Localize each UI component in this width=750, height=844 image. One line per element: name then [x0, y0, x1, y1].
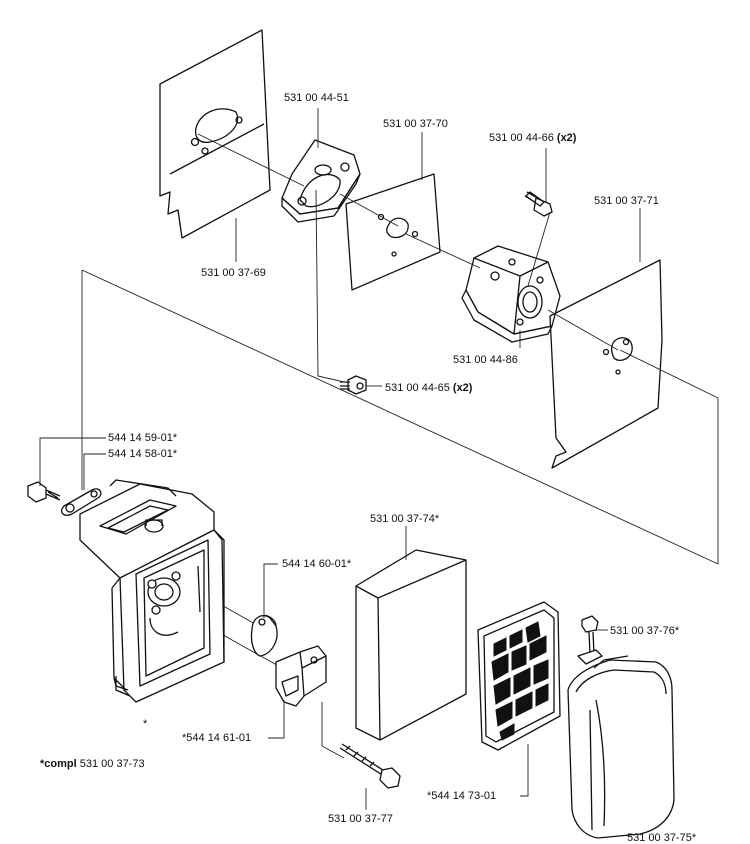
flange-531-00-44-51	[281, 139, 361, 223]
label-531-00-44-51: 531 00 44-51	[284, 92, 349, 104]
label-531-00-44-86: 531 00 44-86	[453, 354, 518, 366]
label-544-14-61-01: *544 14 61-01	[182, 732, 252, 744]
label-531-00-37-75: 531 00 37-75*	[627, 832, 697, 844]
filter-cover-531-00-37-75	[567, 655, 675, 839]
compl-prefix: *compl	[40, 758, 77, 770]
part-number: 531 00 44-66	[489, 132, 554, 144]
label-531-00-37-70: 531 00 37-70	[383, 118, 448, 130]
label-531-00-44-66: 531 00 44-66 (x2)	[489, 132, 576, 144]
compl-number: 531 00 37-73	[79, 758, 145, 770]
leader-lines	[39, 108, 641, 810]
latch-544-14-60-01	[250, 614, 278, 657]
gasket-531-00-37-71	[549, 259, 663, 469]
label-531-00-37-74: 531 00 37-74*	[370, 513, 440, 525]
screw-544-14-59-01	[27, 481, 61, 503]
spacer-531-00-44-86	[461, 245, 561, 343]
label-531-00-37-77: 531 00 37-77	[328, 813, 393, 825]
screw-531-00-44-66	[524, 191, 553, 217]
part-number: 531 00 44-65	[385, 382, 450, 394]
bolt-531-00-37-77	[339, 743, 401, 789]
label-544-14-73-01: *544 14 73-01	[427, 790, 497, 802]
bracket-544-14-61-01	[275, 645, 327, 707]
label-531-00-44-65: 531 00 44-65 (x2)	[385, 382, 472, 394]
quantity: (x2)	[556, 132, 577, 144]
screw-531-00-44-65	[340, 375, 367, 395]
screw-531-00-37-76	[577, 615, 603, 665]
filter-housing-assembly	[79, 479, 225, 703]
asterisk-mark: *	[143, 718, 148, 730]
compl-note: *compl 531 00 37-73	[40, 758, 145, 770]
quantity: (x2)	[452, 382, 473, 394]
label-531-00-37-76: 531 00 37-76*	[610, 625, 680, 637]
label-531-00-37-71: 531 00 37-71	[594, 195, 659, 207]
label-544-14-58-01: 544 14 58-01*	[108, 448, 178, 460]
clip-544-14-58-01	[60, 488, 102, 516]
label-544-14-60-01: 544 14 60-01*	[282, 558, 352, 570]
foam-filter-531-00-37-74	[355, 549, 467, 741]
gasket-531-00-37-69	[159, 29, 271, 239]
label-544-14-59-01: 544 14 59-01*	[108, 432, 178, 444]
gasket-531-00-37-70	[345, 173, 441, 291]
filter-grid-544-14-73-01	[477, 601, 561, 751]
label-531-00-37-69: 531 00 37-69	[201, 267, 266, 279]
